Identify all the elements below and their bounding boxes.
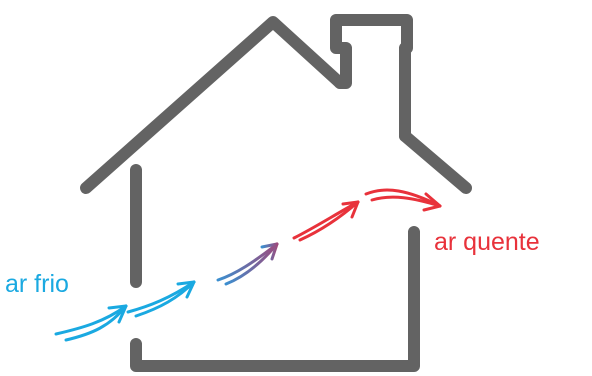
airflow-arrow-1 bbox=[56, 306, 126, 340]
hot-air-label: ar quente bbox=[434, 230, 540, 255]
airflow-arrow-3 bbox=[218, 244, 277, 284]
roof-right bbox=[405, 136, 466, 188]
airflow-arrow-4 bbox=[294, 202, 358, 240]
roof-left bbox=[86, 22, 340, 188]
airflow-arrow-5 bbox=[366, 190, 440, 210]
chimney-icon bbox=[336, 20, 407, 136]
cold-air-label: ar frio bbox=[5, 272, 69, 297]
airflow-arrow-icon bbox=[56, 190, 440, 340]
